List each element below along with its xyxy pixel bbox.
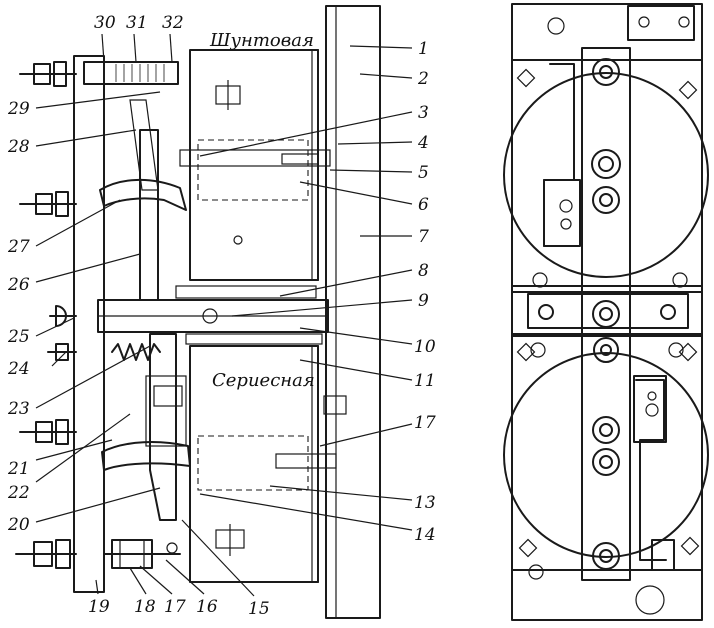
front-view — [503, 3, 709, 621]
series-coil-label: Сериесная — [212, 370, 315, 391]
callout-4: 4 — [417, 133, 429, 153]
callout-11: 11 — [414, 371, 436, 391]
callout-10: 10 — [414, 337, 436, 357]
callout-1: 1 — [418, 39, 429, 59]
callout-18: 18 — [134, 597, 156, 617]
callout-17-right: 17 — [414, 413, 436, 433]
callout-30: 30 — [94, 13, 116, 33]
insulating-base — [73, 55, 105, 593]
callout-16: 16 — [196, 597, 218, 617]
callout-24: 24 — [7, 359, 30, 379]
callout-2: 2 — [417, 69, 429, 89]
callout-27: 27 — [7, 237, 30, 257]
front-bus-strip — [581, 47, 631, 581]
corner-fasteners — [516, 68, 700, 558]
callout-22: 22 — [7, 483, 30, 503]
callout-7: 7 — [418, 227, 429, 247]
shunt-coil-front — [503, 72, 709, 278]
shunt-coil-label: Шунтовая — [209, 30, 314, 51]
shunt-coil — [179, 49, 331, 281]
callout-6: 6 — [418, 195, 429, 215]
callout-20: 20 — [7, 515, 30, 535]
front-bolts — [538, 58, 676, 570]
callout-28: 28 — [7, 137, 30, 157]
callout-23: 23 — [7, 399, 30, 419]
spring — [111, 343, 161, 361]
series-coil-front — [503, 352, 709, 558]
callout-21: 21 — [7, 459, 30, 479]
series-coil — [189, 345, 347, 583]
callout-19: 19 — [88, 597, 110, 617]
armature — [97, 285, 329, 345]
callout-15: 15 — [248, 599, 270, 619]
callout-5: 5 — [418, 163, 429, 183]
callout-8: 8 — [418, 261, 429, 281]
callout-9: 9 — [418, 291, 429, 311]
callout-25: 25 — [7, 327, 30, 347]
callout-31: 31 — [126, 13, 148, 33]
contact-lever — [99, 99, 191, 521]
callout-32: 32 — [162, 13, 184, 33]
callout-17-bottom: 17 — [164, 597, 186, 617]
callout-3: 3 — [418, 103, 429, 123]
callout-29: 29 — [7, 99, 30, 119]
mounting-panel — [325, 5, 381, 619]
callout-14: 14 — [414, 525, 436, 545]
adjusting-screw — [83, 61, 179, 85]
leader-lines — [35, 33, 413, 597]
callout-26: 26 — [7, 275, 30, 295]
side-view: Шунтовая Сериесная 1 2 3 4 5 6 7 8 9 10 … — [7, 5, 436, 619]
callout-13: 13 — [414, 493, 436, 513]
